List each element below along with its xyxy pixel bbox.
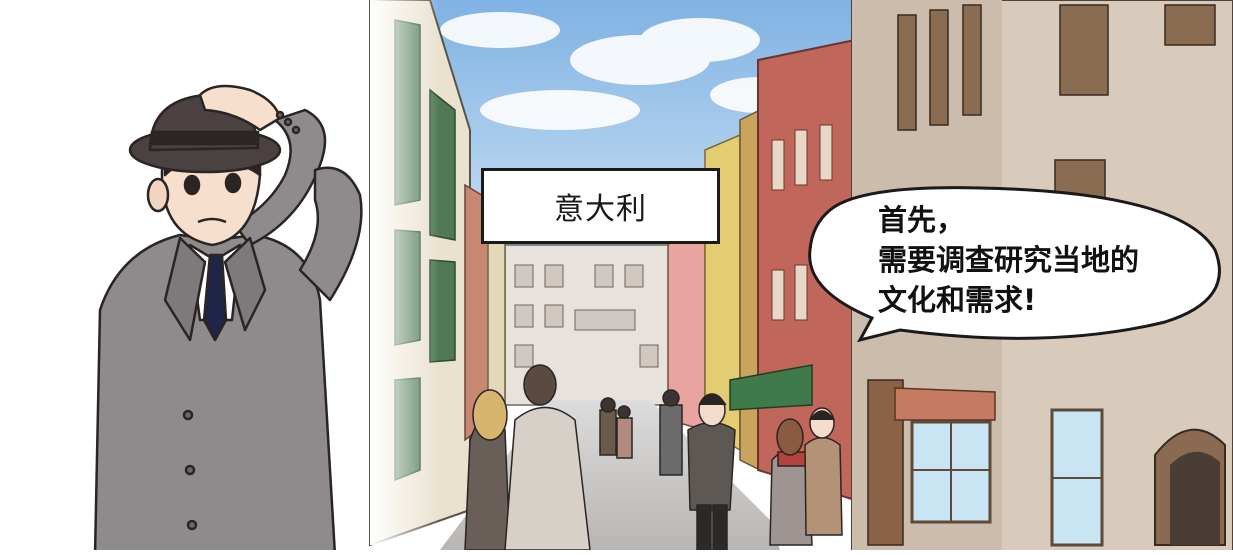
pedestrians: [464, 364, 843, 551]
speech-line: 文化和需求!: [878, 283, 1037, 317]
speech-bubble-text: 首先， 需要调查研究当地的 文化和需求!: [878, 200, 1198, 320]
speech-line: 需要调查研究当地的: [878, 243, 1140, 277]
left-buildings: [369, 0, 506, 547]
speech-bubble-icon: [808, 186, 1221, 343]
speech-line: 首先，: [878, 203, 966, 237]
man-with-hat: [93, 84, 363, 555]
panel-bottom-border: [0, 550, 1233, 555]
location-caption: 意大利: [481, 168, 720, 244]
